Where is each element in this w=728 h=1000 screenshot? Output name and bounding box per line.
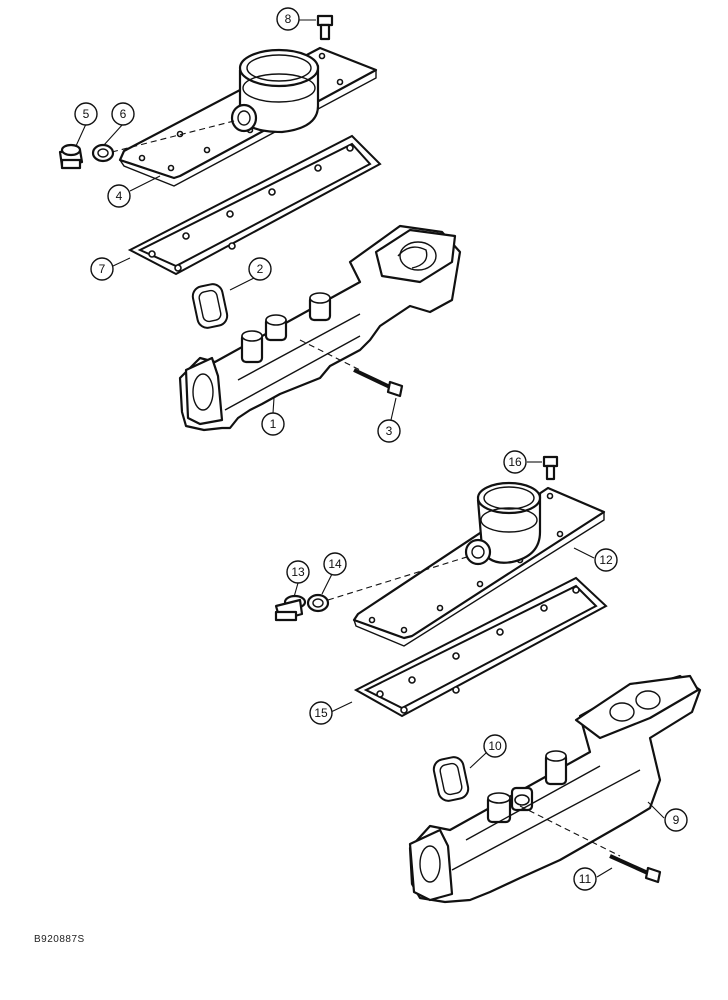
callout-7: 7 [90, 257, 114, 281]
callout-4-label: 4 [116, 189, 123, 203]
callout-11-label: 11 [579, 872, 592, 886]
callout-12: 12 [594, 548, 618, 572]
bolt-3-drawing [353, 368, 404, 398]
callout-8-label: 8 [285, 12, 292, 26]
manifold-9-drawing [408, 674, 702, 904]
callout-4: 4 [107, 184, 131, 208]
callout-5-label: 5 [83, 107, 90, 121]
figure-id: B920887S [34, 934, 85, 945]
callout-13-label: 13 [291, 565, 305, 579]
plug-5-drawing [58, 143, 84, 170]
washer-14-drawing [306, 593, 330, 613]
callout-8: 8 [276, 7, 300, 31]
callout-11: 11 [573, 867, 597, 891]
gasket-2-drawing [191, 283, 229, 329]
callout-14: 14 [323, 552, 347, 576]
cover-plate-lower [352, 481, 606, 647]
callout-14-label: 14 [328, 557, 342, 571]
callout-6-label: 6 [120, 107, 127, 121]
bolt-11-drawing [609, 854, 662, 884]
manifold-1-drawing [178, 224, 462, 432]
callout-9-label: 9 [673, 813, 680, 827]
callout-9: 9 [664, 808, 688, 832]
callout-12-label: 12 [599, 553, 613, 567]
washer-6-drawing [91, 143, 115, 163]
callout-2: 2 [248, 257, 272, 281]
callout-1-label: 1 [270, 417, 277, 431]
callout-10-label: 10 [488, 739, 502, 753]
callout-10: 10 [483, 734, 507, 758]
gasket-10-drawing [432, 756, 470, 802]
callout-15-label: 15 [314, 706, 328, 720]
callout-5: 5 [74, 102, 98, 126]
callout-2-label: 2 [257, 262, 264, 276]
gasket-7-drawing [127, 134, 382, 276]
callout-7-label: 7 [99, 262, 106, 276]
plug-13-drawing [274, 594, 307, 622]
callout-3-label: 3 [386, 424, 393, 438]
callout-1: 1 [261, 412, 285, 436]
leader-lines [75, 19, 665, 878]
upper-assembly [58, 14, 462, 432]
bolt-8-drawing [316, 14, 334, 41]
bolt-16-drawing [542, 455, 559, 481]
lower-assembly [274, 455, 702, 904]
callout-15: 15 [309, 701, 333, 725]
callout-6: 6 [111, 102, 135, 126]
callout-3: 3 [377, 419, 401, 443]
callout-13: 13 [286, 560, 310, 584]
callout-16: 16 [503, 450, 527, 474]
gasket-15-drawing [353, 576, 608, 718]
callout-16-label: 16 [508, 455, 522, 469]
cover-plate-upper [118, 46, 378, 187]
